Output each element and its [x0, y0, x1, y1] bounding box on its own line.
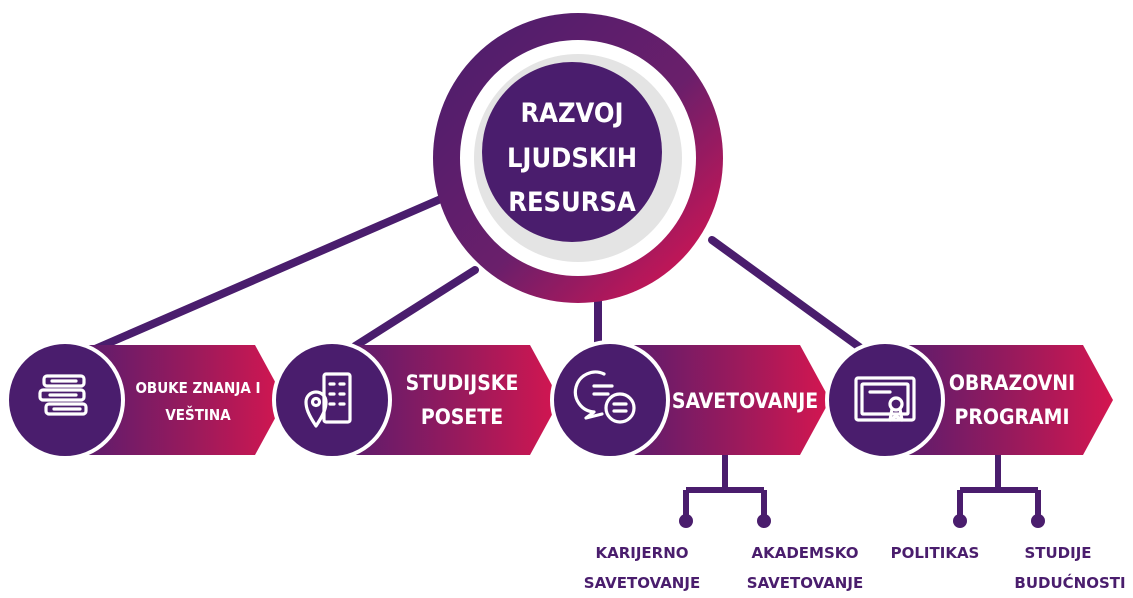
sub-item-politikas: POLITIKAS	[891, 544, 980, 562]
node-savetovanje: SAVETOVANJE	[550, 340, 830, 460]
chat-bubbles-icon	[573, 370, 636, 424]
node-programi-label-line-1: OBRAZOVNI	[949, 371, 1075, 395]
node-programi-circle	[825, 340, 945, 460]
savetovanje-branch-dot-1	[679, 514, 693, 528]
node-posete-label-line-2: POSETE	[421, 405, 503, 429]
node-posete-banner	[345, 345, 560, 455]
certificate-icon	[854, 376, 916, 422]
node-savetovanje-label: SAVETOVANJE	[672, 389, 818, 413]
programi-branch-dot-2	[1031, 514, 1045, 528]
center-title-line-1: RAZVOJ	[520, 98, 623, 129]
savetovanje-branch-dot-2	[757, 514, 771, 528]
center-inner-circle	[482, 62, 662, 242]
sub-item-akademsko-line-1: AKADEMSKO	[752, 544, 859, 562]
savetovanje-branches	[683, 455, 767, 518]
node-posete-label-line-1: STUDIJSKE	[406, 371, 519, 395]
center-node: RAZVOJ LJUDSKIH RESURSA	[433, 13, 723, 303]
map-pin-building-icon	[304, 372, 352, 428]
sub-item-studije-line-1: STUDIJE	[1024, 544, 1091, 562]
connector-line-4	[708, 236, 884, 366]
programi-branch-dot-1	[953, 514, 967, 528]
node-obuke-banner	[80, 345, 285, 455]
sub-item-studije-line-2: BUDUĆNOSTI	[1014, 573, 1125, 592]
sub-item-akademsko-line-2: SAVETOVANJE	[747, 574, 863, 592]
node-programi-label-line-2: PROGRAMI	[955, 405, 1070, 429]
programi-branches	[957, 455, 1041, 518]
node-savetovanje-banner	[622, 345, 830, 455]
node-studijske-posete: STUDIJSKE POSETE	[272, 340, 560, 460]
node-posete-circle	[272, 340, 392, 460]
connector-line-1	[61, 191, 454, 366]
sub-item-karijerno-line-1: KARIJERNO	[595, 544, 688, 562]
center-title-line-2: LJUDSKIH	[507, 143, 637, 174]
center-title-line-3: RESURSA	[508, 187, 636, 218]
sub-item-karijerno-line-2: SAVETOVANJE	[584, 574, 700, 592]
node-obuke-label-line-2: VEŠTINA	[165, 405, 231, 424]
node-obrazovni-programi: OBRAZOVNI PROGRAMI	[825, 340, 1113, 460]
node-programi-banner	[898, 345, 1113, 455]
books-icon	[38, 374, 88, 416]
node-obuke-label-line-1: OBUKE ZNANJA I	[135, 379, 260, 397]
node-obuke: OBUKE ZNANJA I VEŠTINA	[5, 340, 285, 460]
